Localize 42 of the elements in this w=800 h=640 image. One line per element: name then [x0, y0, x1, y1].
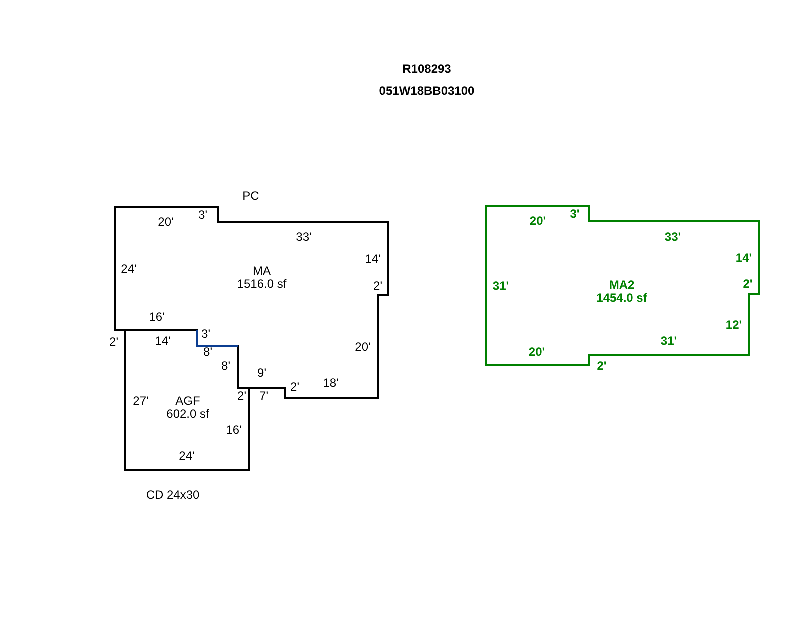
dimension-label: 12': [726, 317, 742, 334]
parcel-id: R108293: [402, 61, 452, 78]
dimension-label: 27': [133, 393, 149, 410]
dimension-label: 16': [226, 422, 242, 439]
dimension-label: 7': [260, 388, 268, 405]
dimension-label: 3': [198, 207, 208, 224]
area-label: CD 24x30: [146, 487, 200, 504]
dimension-label: 33': [296, 229, 312, 246]
dimension-label: 3': [202, 326, 210, 343]
dimension-label: 14': [736, 250, 752, 267]
dimension-label: 3': [570, 206, 580, 223]
room-name: AGF: [176, 395, 200, 408]
dimension-label: 20': [528, 344, 546, 361]
dimension-label: 33': [664, 229, 682, 246]
room-name: MA: [253, 265, 271, 278]
dimension-label: 31': [660, 333, 678, 350]
room-area: 1516.0 sf: [237, 278, 287, 291]
dimension-label: 2': [374, 278, 382, 295]
dimension-label: 2': [743, 276, 753, 293]
room-outline: [124, 329, 250, 471]
room-name: MA2: [609, 279, 635, 292]
dimension-label: 31': [492, 278, 510, 295]
dimension-label: 2': [290, 379, 300, 396]
dimension-label: 14': [155, 333, 171, 350]
dimension-label: 9': [258, 365, 266, 382]
room-area: 1454.0 sf: [596, 292, 648, 305]
dimension-label: 20': [355, 339, 371, 356]
dimension-label: 2': [110, 334, 118, 351]
dimension-label: 24': [121, 261, 137, 278]
dimension-label: 16': [149, 309, 165, 326]
dimension-label: 2': [597, 358, 607, 375]
area-label: PC: [242, 188, 260, 205]
room-area: 602.0 sf: [166, 408, 210, 421]
dimension-label: 14': [365, 251, 381, 268]
dimension-label: 20': [158, 214, 174, 231]
dimension-label: 2': [238, 388, 246, 405]
dimension-label: 24': [179, 448, 195, 465]
dimension-label: 20': [530, 213, 546, 230]
dimension-label: 8': [222, 358, 230, 375]
dimension-label: 8': [204, 344, 212, 361]
parcel-id: 051W18BB03100: [379, 83, 475, 100]
dimension-label: 18': [323, 375, 339, 392]
